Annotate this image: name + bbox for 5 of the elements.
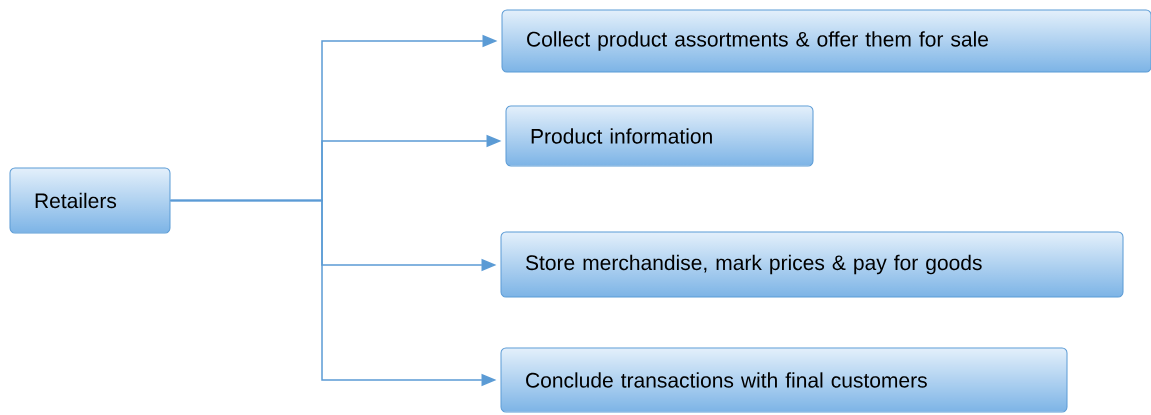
process-box: Collect product assortments & offer them for sale	[501, 9, 1151, 73]
process-box: Product information	[505, 105, 814, 167]
process-box: Store merchandise, mark prices & pay for goods	[500, 231, 1124, 298]
process-box: Retailers	[9, 167, 171, 234]
process-box: Conclude transactions with final customers	[500, 347, 1068, 413]
